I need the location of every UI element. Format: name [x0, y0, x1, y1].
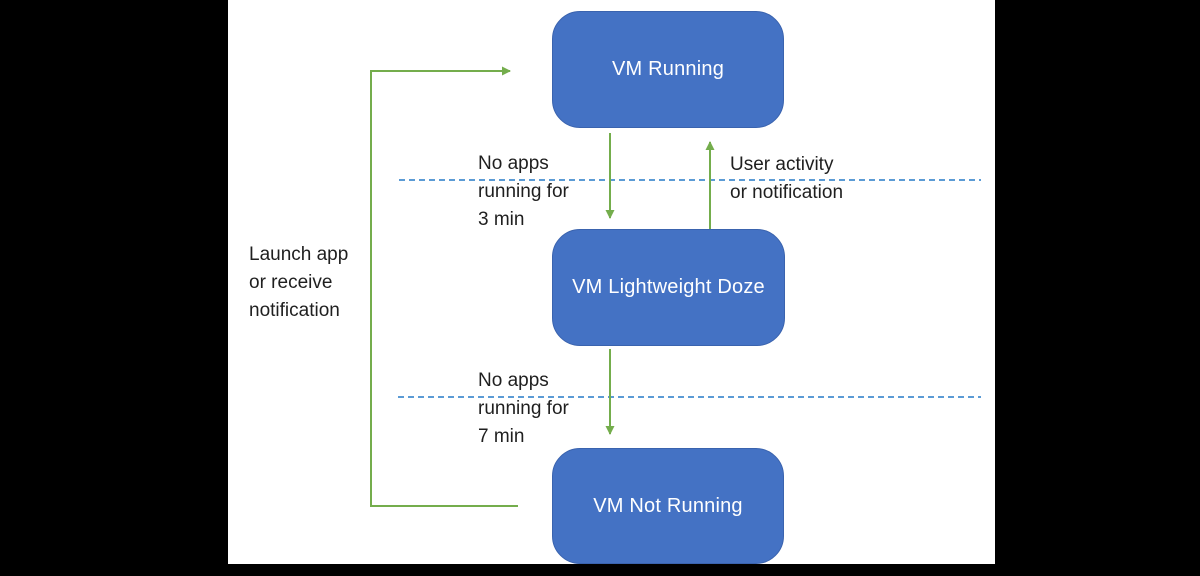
label-line: No apps	[478, 370, 549, 391]
label-line: running for	[478, 181, 569, 202]
arrow-off-to-running	[370, 66, 518, 507]
label-no-apps-7-min: No apps running for 7 min	[478, 367, 569, 451]
label-line: running for	[478, 398, 569, 419]
label-line: No apps	[478, 153, 549, 174]
label-no-apps-3-min: No apps running for 3 min	[478, 150, 569, 234]
node-vm-not-running: VM Not Running	[552, 448, 784, 564]
label-line: 3 min	[478, 209, 525, 230]
label-line: or notification	[730, 182, 844, 203]
label-line: User activity	[730, 154, 834, 175]
node-vm-lightweight-doze: VM Lightweight Doze	[552, 229, 785, 346]
node-vm-running-label: VM Running	[611, 58, 725, 80]
node-vm-lightweight-doze-label: VM Lightweight Doze	[572, 276, 765, 298]
label-user-activity: User activity or notification	[730, 151, 843, 207]
node-vm-not-running-label: VM Not Running	[593, 494, 743, 517]
label-line: 7 min	[478, 426, 525, 447]
label-line: Launch app	[249, 244, 349, 265]
label-line: or receive	[249, 272, 333, 293]
label-line: notification	[249, 300, 340, 321]
diagram-canvas: VM Running VM Lightweight Doze VM Not Ru…	[228, 0, 995, 564]
label-launch-app: Launch app or receive notification	[249, 241, 348, 325]
node-vm-running: VM Running	[552, 11, 784, 128]
arrow-layer	[370, 66, 981, 507]
